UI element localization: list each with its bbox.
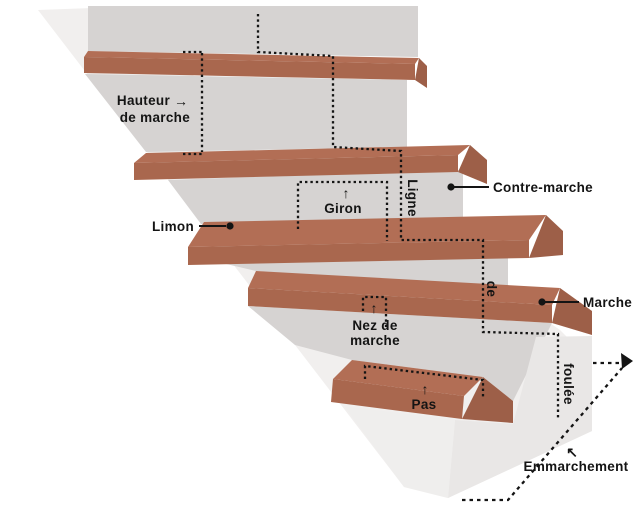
nez-up-arrow-icon: ↑ — [371, 300, 378, 316]
emmarchement-dashed-line — [462, 367, 623, 502]
hauteur-de-marche-dotted-line — [183, 50, 204, 156]
contre-marche-label: Contre-marche — [493, 180, 593, 195]
step-2-front — [134, 155, 458, 180]
pas-label: Pas — [412, 397, 437, 412]
ligne-label: Ligne — [405, 179, 420, 217]
contre-marche-leader-dot — [447, 183, 455, 191]
de-label: de — [484, 281, 499, 298]
marche-leader-dot — [538, 298, 546, 306]
giron-label: Giron — [324, 201, 362, 216]
giron-up-arrow-icon: ↑ — [343, 185, 350, 201]
marche-label: Marche — [583, 295, 632, 310]
step-1-top — [84, 51, 419, 64]
step-5 — [331, 360, 513, 423]
step-4-front — [248, 288, 552, 323]
step-3-front — [188, 240, 529, 265]
emmarchement-arrowhead — [621, 353, 633, 369]
riser-4-face — [248, 306, 552, 401]
step-5-end — [462, 377, 513, 423]
pas-up-arrow-icon: ↑ — [422, 381, 429, 397]
riser-1-face — [85, 74, 407, 152]
step-5-top — [333, 360, 483, 396]
limon-leader-dot — [226, 222, 234, 230]
limon-label: Limon — [152, 219, 194, 234]
foulee-label: foulée — [561, 363, 576, 405]
nez-label-line2: marche — [350, 333, 400, 348]
step-1-end — [415, 58, 427, 88]
nez-label-line1: Nez de — [352, 318, 398, 333]
giron-dotted-line — [296, 180, 389, 241]
bottom-side-face — [448, 336, 592, 498]
top-wall-face — [88, 6, 418, 57]
hauteur-label-line2: de marche — [120, 110, 190, 125]
step-4-end — [552, 288, 592, 335]
step-3-end — [529, 215, 563, 258]
riser-3-face — [222, 257, 508, 288]
emmarchement-up-left-arrow-icon: ↖ — [566, 444, 578, 460]
hauteur-right-arrow-icon: → — [174, 93, 188, 109]
step-2 — [134, 145, 487, 184]
step-5-front — [331, 379, 464, 419]
riser-2-face — [168, 170, 463, 224]
step-3 — [188, 215, 563, 265]
step-4-top — [248, 271, 560, 305]
step-2-end — [458, 145, 487, 184]
bottom-riser-front-face — [344, 406, 455, 498]
emmarchement-label: Emmarchement — [524, 459, 629, 474]
nez-de-marche-dotted-box — [361, 295, 388, 327]
hauteur-label-line1: Hauteur — [117, 93, 171, 108]
step-2-top — [134, 145, 470, 163]
pas-dotted-line — [363, 364, 485, 398]
step-4 — [248, 271, 592, 335]
ligne-de-foulee-dotted-path — [256, 14, 560, 418]
